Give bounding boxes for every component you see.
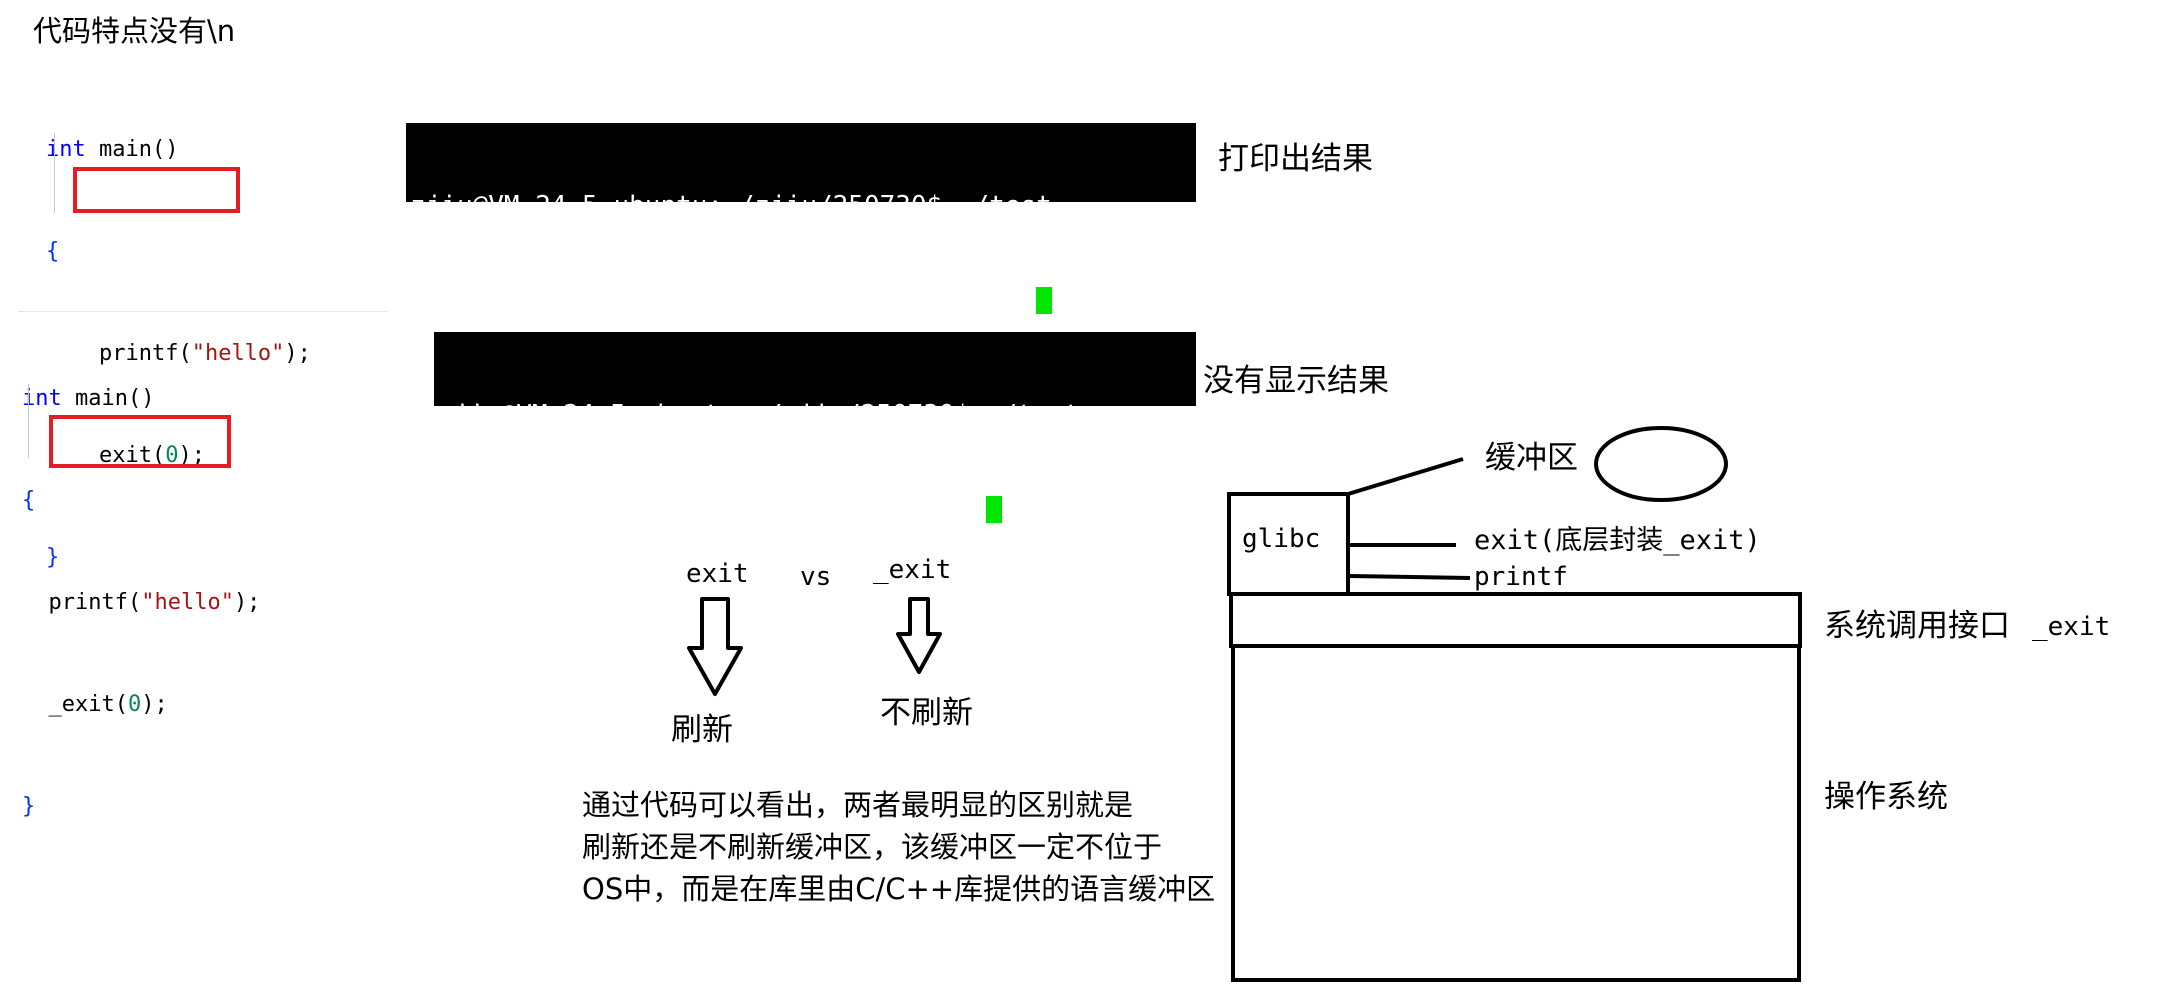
label-buffer: 缓冲区 <box>1485 440 1578 476</box>
terminal-output-underscore-exit: zjiu@VM-24-5-ubuntu:~/zjiu/250730$ ./tes… <box>434 332 1196 526</box>
os-box <box>1231 644 1801 982</box>
terminal-output-exit: zjiu@VM-24-5-ubuntu:~/zjiu/250730$ ./tes… <box>406 123 1196 317</box>
indent-guide <box>54 133 55 213</box>
explanation-text: 通过代码可以看出，两者最明显的区别就是 刷新还是不刷新缓冲区，该缓冲区一定不位于… <box>582 784 1215 910</box>
printf-string: "hello" <box>141 590 234 615</box>
page-title: 代码特点没有\n <box>33 14 236 48</box>
label-no-flush: 不刷新 <box>880 695 973 731</box>
close-brace: } <box>22 794 36 819</box>
printf-pointer-line <box>1348 574 1471 580</box>
open-brace: { <box>46 239 60 264</box>
down-arrow-underscore-exit <box>896 597 942 674</box>
down-arrow-exit <box>687 597 743 696</box>
buffer-pointer-line <box>1347 457 1464 496</box>
label-syscall-interface: 系统调用接口 <box>1824 608 2010 644</box>
printf-string: "hello" <box>191 341 285 366</box>
printf-fn: printf( <box>98 341 192 366</box>
underscore-exit-end: ); <box>141 692 168 717</box>
exit-arg: 0 <box>165 443 179 468</box>
indent-guide <box>28 384 29 458</box>
exit-highlight-box <box>73 167 240 213</box>
code-divider <box>18 311 388 312</box>
terminal-line: hellozjiu@VM-24-5-ubuntu:~/zjiu/250730$ <box>410 287 1037 317</box>
open-brace: { <box>22 488 36 513</box>
label-printf: printf <box>1474 562 1568 592</box>
close-brace: } <box>46 545 60 570</box>
explanation-line-1: 通过代码可以看出，两者最明显的区别就是 <box>582 788 1134 822</box>
buffer-ellipse <box>1594 426 1728 502</box>
terminal-cursor <box>1036 287 1053 314</box>
exit-end: ); <box>178 443 205 468</box>
underscore-exit-call: _exit( <box>48 692 128 717</box>
printf-end: ); <box>233 590 261 615</box>
label-flush: 刷新 <box>671 712 733 748</box>
fn-main: main() <box>61 386 155 411</box>
explanation-line-3: OS中，而是在库里由C/C++库提供的语言缓冲区 <box>582 872 1216 906</box>
label-no-result: 没有显示结果 <box>1203 363 1389 399</box>
underscore-exit-arg: 0 <box>127 692 142 717</box>
printf-fn: printf( <box>48 590 142 615</box>
terminal-line: zjiu@VM-24-5-ubuntu:~/zjiu/250730$ <box>438 496 986 526</box>
terminal-line: zjiu@VM-24-5-ubuntu:~/zjiu/250730$ ./tes… <box>438 400 1080 430</box>
exit-call: exit( <box>98 443 166 468</box>
terminal-line: zjiu@VM-24-5-ubuntu:~/zjiu/250730$ ./tes… <box>410 191 1052 221</box>
label-syscall-underscore-exit: _exit <box>2032 612 2111 642</box>
printf-end: ); <box>284 341 311 366</box>
underscore-exit-highlight-box <box>49 415 231 468</box>
label-underscore-exit: _exit <box>873 555 952 585</box>
label-print-result: 打印出结果 <box>1218 141 1373 177</box>
code-block-underscore-exit: int main() { printf("hello"); _exit(0); … <box>22 314 260 858</box>
label-glibc: glibc <box>1242 524 1321 554</box>
label-exit: exit <box>686 559 749 589</box>
terminal-cursor <box>985 496 1002 523</box>
code-block-exit: int main() { printf("hello"); exit(0); } <box>46 65 311 609</box>
keyword-int: int <box>46 137 86 162</box>
syscall-bar <box>1229 592 1802 648</box>
fn-main: main() <box>85 137 179 162</box>
explanation-line-2: 刷新还是不刷新缓冲区，该缓冲区一定不位于 <box>582 830 1163 864</box>
label-operating-system: 操作系统 <box>1824 779 1948 815</box>
label-vs: vs <box>800 562 832 592</box>
label-exit-desc: exit(底层封装_exit) <box>1474 525 1761 556</box>
